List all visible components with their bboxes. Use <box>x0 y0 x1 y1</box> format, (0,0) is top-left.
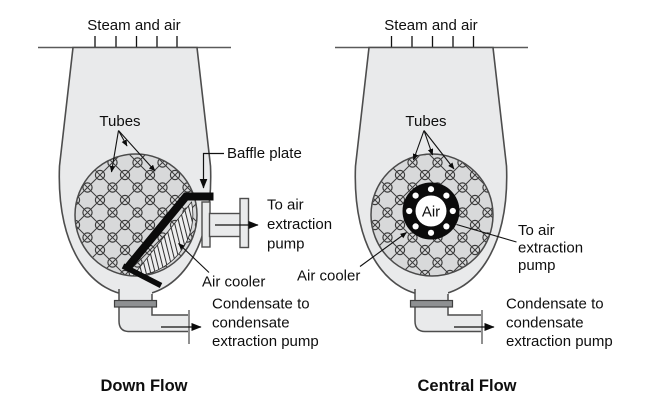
to-air-line3: pump <box>518 257 556 274</box>
tube-bundle-outline <box>74 153 198 277</box>
bolt-hole <box>427 186 435 193</box>
air-cooler-label: Air cooler <box>297 268 360 285</box>
to-air-leader <box>456 223 517 243</box>
bolt-hole <box>412 223 419 230</box>
air-cooler-label: Air cooler <box>202 274 265 291</box>
to-air-line3: pump <box>267 236 305 253</box>
air-extraction-ring: Air <box>402 182 460 240</box>
air-label: Air <box>422 204 440 221</box>
bolt-hole <box>412 192 419 199</box>
down-flow-caption: Down Flow <box>100 377 187 395</box>
pipe-flange-outer <box>239 197 250 249</box>
tubes-arrow <box>109 130 120 173</box>
baffle-plate-label: Baffle plate <box>227 145 302 162</box>
down-flow-diagram: Steam and air <box>38 17 332 395</box>
bolt-hole <box>427 229 435 236</box>
steam-and-air-label: Steam and air <box>87 17 180 34</box>
condensate-flange <box>113 299 158 308</box>
condensate-label: Condensate to condensate extraction pump <box>212 296 319 351</box>
baffle-plate-foot <box>121 263 163 288</box>
air-core <box>415 195 447 227</box>
to-air-extraction-pump-label: To air extraction pump <box>518 222 583 274</box>
condensate-pipe <box>119 278 188 332</box>
bolt-hole <box>406 207 413 215</box>
to-air-line1: To air <box>267 197 304 214</box>
bolt-hole <box>443 223 450 230</box>
tubes-arrows <box>109 130 156 173</box>
tubes-arrows <box>412 130 455 170</box>
condensate-line2: condensate <box>212 315 290 332</box>
air-cooler-leader <box>359 232 407 267</box>
condensate-line3: extraction pump <box>212 333 319 350</box>
air-extraction-pipe <box>201 197 259 249</box>
steam-and-air-label: Steam and air <box>384 17 477 34</box>
to-air-line2: extraction <box>518 240 583 257</box>
tubes-arrow <box>118 130 156 172</box>
condensate-line1: Condensate to <box>506 296 604 313</box>
baffle-plate <box>124 192 214 270</box>
central-flow-caption: Central Flow <box>417 377 516 395</box>
to-air-extraction-pump-label: To air extraction pump <box>267 197 332 253</box>
condensate-line1: Condensate to <box>212 296 310 313</box>
tubes-label: Tubes <box>405 113 446 130</box>
bolt-hole <box>449 207 456 215</box>
central-flow-diagram: Steam and air <box>297 17 613 395</box>
tubes-arrow <box>412 130 425 161</box>
tubes-arrow <box>423 130 434 156</box>
to-air-line1: To air <box>518 222 555 239</box>
tubes-label: Tubes <box>99 113 140 130</box>
condensate-flange <box>409 299 454 308</box>
condensate-line2: condensate <box>506 315 584 332</box>
tubes-arrow <box>423 130 455 170</box>
bolt-hole <box>443 192 450 199</box>
bolt-holes <box>406 186 456 236</box>
condensate-line3: extraction pump <box>506 333 613 350</box>
to-air-line2: extraction <box>267 216 332 233</box>
air-cooler-leader <box>178 243 210 273</box>
baffle-plate-leader <box>199 152 224 189</box>
condensate-label: Condensate to condensate extraction pump <box>506 296 613 351</box>
tubes-arrow <box>118 130 128 147</box>
